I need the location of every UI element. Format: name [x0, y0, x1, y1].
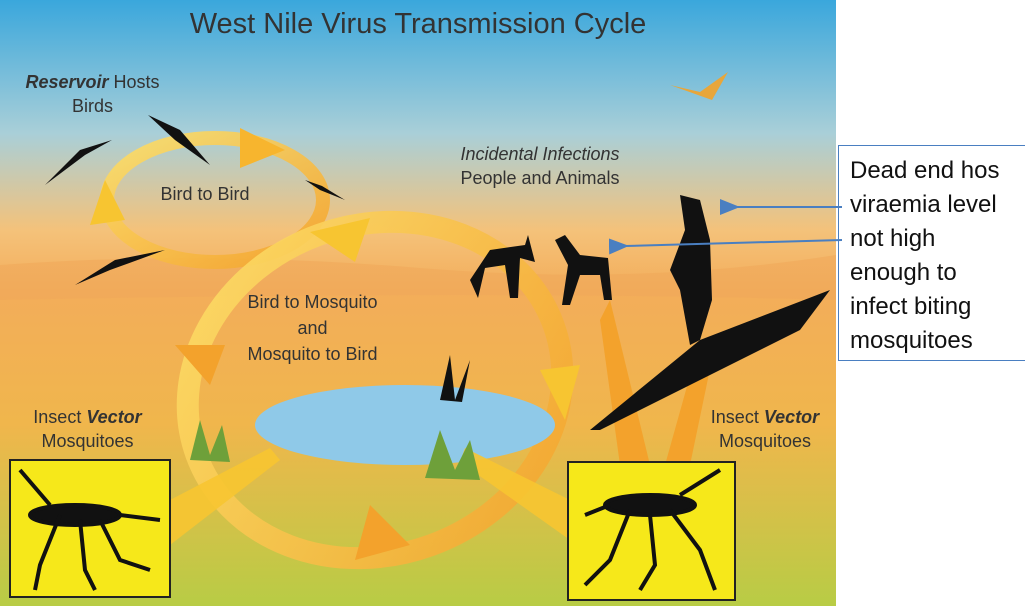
reservoir-birds: Birds: [71, 96, 113, 116]
bird-mosquito-line: and: [297, 318, 328, 338]
note-line: viraemia level: [850, 191, 997, 218]
arrowhead: [310, 218, 370, 262]
note-line: mosquitoes: [850, 327, 973, 354]
incidental-line1: Incidental Infections: [460, 144, 620, 164]
bird-silhouettes: [45, 115, 345, 285]
bird-to-bird-label: Bird to Bird: [160, 184, 250, 204]
grass: [190, 420, 480, 480]
vector-emph: Vector: [86, 407, 142, 427]
bird-mosquito-line: Bird to Mosquito: [247, 292, 378, 312]
bird-mosquito-label: Bird to Mosquito and Mosquito to Bird: [230, 289, 395, 367]
reservoir-rest: Hosts: [108, 72, 160, 92]
reservoir-hosts-label: Reservoir Hosts Birds: [10, 70, 175, 118]
note-line: enough to: [850, 259, 957, 286]
vector-line2: Mosquitoes: [718, 431, 812, 451]
mosquito-icon: [18, 468, 161, 591]
arrowhead: [175, 345, 225, 385]
insect-vector-left-label: Insect Vector Mosquitoes: [10, 405, 165, 453]
diagram-title: West Nile Virus Transmission Cycle: [189, 8, 647, 40]
reservoir-emph: Reservoir: [25, 72, 109, 92]
pond: [255, 385, 555, 465]
note-line: infect biting: [850, 293, 972, 320]
incidental-infections-label: Incidental Infections People and Animals: [430, 142, 650, 190]
arrowhead: [355, 505, 410, 560]
horse-and-human-silhouettes: [440, 195, 830, 430]
vector-pre: Insect: [710, 407, 764, 427]
arrowhead: [240, 128, 285, 168]
note-line: Dead end hos: [850, 157, 1000, 184]
arrowhead: [540, 365, 580, 420]
dead-end-host-note: Dead end hos viraemia level not high eno…: [838, 145, 1025, 361]
vector-arrow: [170, 448, 280, 545]
vector-emph: Vector: [763, 407, 820, 427]
vector-arrow: [460, 448, 570, 540]
vector-pre: Insect: [33, 407, 87, 427]
bird-mosquito-line: Mosquito to Bird: [247, 344, 378, 364]
arrowhead: [90, 180, 125, 225]
transmission-cycle-illustration: [0, 0, 836, 606]
vector-line2: Mosquitoes: [41, 431, 134, 451]
mosquito-icon: [583, 468, 722, 592]
incidental-line2: People and Animals: [460, 168, 620, 188]
hawk-icon: [670, 72, 728, 100]
insect-vector-right-label: Insect Vector Mosquitoes: [690, 405, 840, 453]
note-line: not high: [850, 225, 936, 252]
vector-arrow: [600, 300, 650, 465]
